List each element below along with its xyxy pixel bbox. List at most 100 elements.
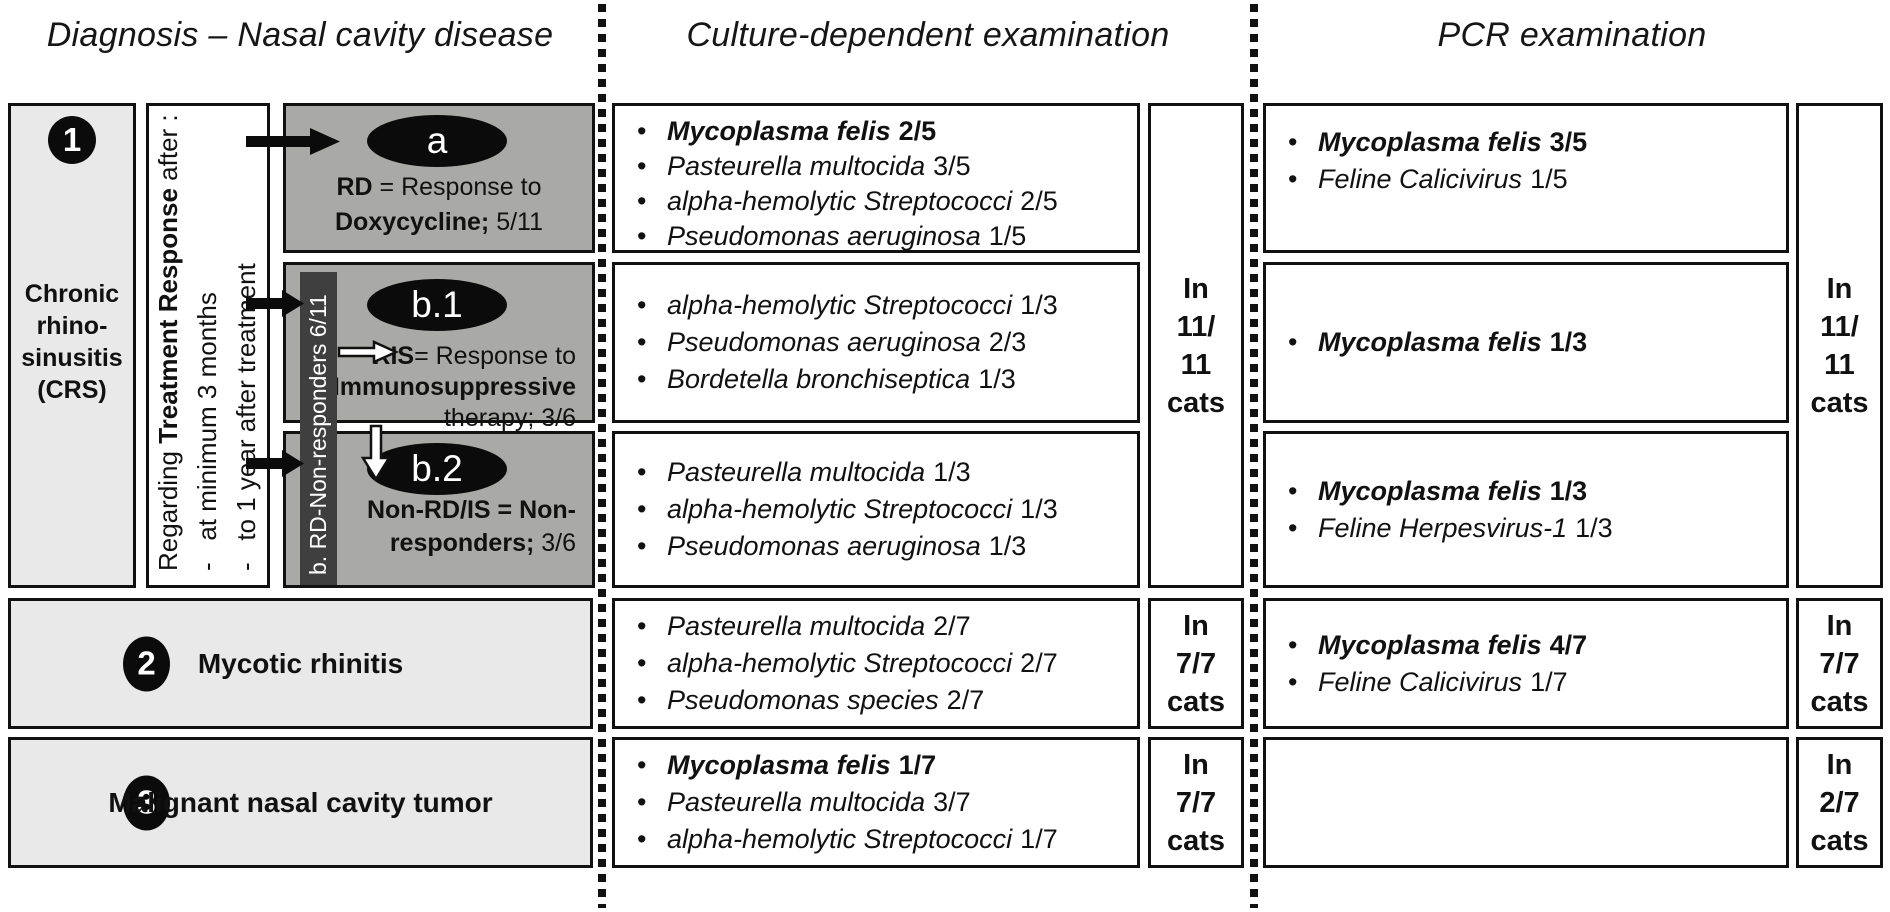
- bullet-icon: •: [637, 685, 647, 715]
- malignant-tumor-box: 3 Malignant nasal cavity tumor: [8, 737, 593, 868]
- treatment-note-bold: Treatment Response: [153, 188, 183, 444]
- crs-label-line: (CRS): [37, 376, 107, 404]
- black-arrow-to-b2-icon: [246, 450, 304, 477]
- dotted-separator-left: [598, 4, 606, 908]
- bullet-icon: •: [1288, 164, 1298, 194]
- black-arrow-to-a-icon: [246, 128, 340, 155]
- treatment-note-suffix: after :: [153, 114, 183, 189]
- bullet-icon: •: [637, 327, 647, 357]
- rd-non-responders-bar: b. RD-Non-responders 6/11: [300, 272, 337, 585]
- row1-number-badge: 1: [48, 116, 96, 164]
- pcr-total-row1: In 11/ 11 cats: [1796, 103, 1883, 588]
- white-arrow-down-icon: [360, 424, 392, 481]
- bullet-icon: •: [637, 531, 647, 561]
- row3-diagnosis-label: Malignant nasal cavity tumor: [108, 786, 493, 818]
- bullet-icon: •: [637, 611, 647, 641]
- subgroup-b1-description: RIS= Response to Immunosuppressive thera…: [332, 342, 576, 432]
- rd-non-responders-bar-label: b. RD-Non-responders 6/11: [305, 294, 331, 575]
- dotted-separator-right: [1250, 4, 1258, 908]
- bullet-icon: •: [637, 824, 647, 854]
- bullet-icon: •: [637, 648, 647, 678]
- pcr-total-row2: In 7/7 cats: [1796, 598, 1883, 729]
- treatment-note-heading: Regarding Treatment Response after :: [149, 106, 188, 571]
- row2-diagnosis-label: Mycotic rhinitis: [197, 647, 404, 679]
- bullet-icon: •: [637, 186, 647, 216]
- bullet-icon: •: [1288, 327, 1298, 357]
- subgroup-b2-description: Non-RD/IS = Non- responders; 3/6: [366, 496, 576, 557]
- culture-total-row3: In 7/7 cats: [1148, 737, 1244, 868]
- bullet-icon: •: [1288, 512, 1298, 543]
- bullet-icon: •: [637, 750, 647, 780]
- treatment-note-item: - at minimum 3 months: [192, 292, 222, 571]
- subgroup-b2-badge: b.2: [367, 443, 507, 495]
- white-arrow-right-icon: [337, 340, 399, 364]
- crs-label-line: rhino-: [36, 312, 108, 340]
- bullet-icon: •: [1288, 629, 1298, 660]
- bullet-icon: •: [637, 290, 647, 320]
- bullet-icon: •: [637, 494, 647, 524]
- column-header-culture: Culture-dependent examination: [686, 16, 1170, 54]
- subgroup-b1-badge: b.1: [367, 279, 507, 331]
- crs-label-line: sinusitis: [21, 344, 123, 372]
- treatment-response-note: Regarding Treatment Response after : - a…: [149, 106, 267, 585]
- bullet-icon: •: [1288, 666, 1298, 697]
- treatment-note-item: - to 1 year after treatment: [231, 263, 261, 571]
- row2-number-badge: 2: [123, 636, 170, 691]
- bullet-icon: •: [637, 787, 647, 817]
- culture-total-row1: In 11/ 11 cats: [1148, 103, 1244, 588]
- black-arrow-to-b1-icon: [246, 290, 304, 317]
- bullet-icon: •: [637, 151, 647, 181]
- mycotic-rhinitis-box: 2 Mycotic rhinitis: [8, 598, 593, 729]
- bullet-icon: •: [1288, 127, 1298, 157]
- culture-total-row2: In 7/7 cats: [1148, 598, 1244, 729]
- treatment-response-note-box: Regarding Treatment Response after : - a…: [146, 103, 270, 588]
- bullet-icon: •: [637, 221, 647, 251]
- bullet-icon: •: [637, 457, 647, 487]
- row3-number-badge: 3: [123, 775, 170, 830]
- crs-label-line: Chronic: [24, 280, 120, 308]
- bullet-icon: •: [637, 364, 647, 394]
- bullet-icon: •: [637, 116, 647, 146]
- crs-diagnosis-box: 1 Chronic rhino- sinusitis (CRS): [8, 103, 136, 588]
- pcr-results-row3-empty: [1263, 737, 1789, 868]
- subgroup-a-badge: a: [367, 115, 507, 167]
- crs-label: Chronic rhino- sinusitis (CRS): [11, 278, 133, 406]
- pcr-total-row3: In 2/7 cats: [1796, 737, 1883, 868]
- treatment-note-prefix: Regarding: [153, 443, 183, 571]
- bullet-icon: •: [1288, 475, 1298, 506]
- column-header-pcr: PCR examination: [1437, 16, 1707, 54]
